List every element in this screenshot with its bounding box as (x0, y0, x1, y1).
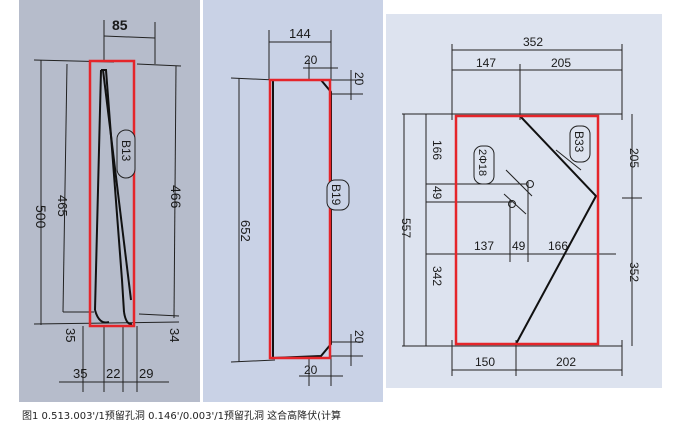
dim-left-upper: 166 (430, 140, 444, 160)
member-label: B13 (119, 140, 133, 162)
dim-right-height: 466 (168, 185, 184, 209)
highlight-box (88, 59, 136, 328)
dim-mid-center: 49 (512, 239, 526, 253)
dim-top-left: 147 (476, 56, 496, 70)
dim-top-right: 205 (551, 56, 571, 70)
dim-base-right: 29 (139, 366, 153, 381)
dim-bottom-right: 202 (556, 355, 576, 369)
dim-top-total: 352 (523, 35, 543, 49)
slab-outline (515, 115, 598, 345)
paper-background (203, 0, 383, 402)
highlight-box (454, 114, 600, 346)
dim-top-chamfer-v: 20 (352, 72, 366, 86)
dim-base-left: 35 (73, 366, 87, 381)
dim-right-lower: 352 (627, 262, 641, 282)
dim-left-lower: 342 (430, 266, 444, 286)
drawing-photo-2: B19 144 20 20 652 20 20 (203, 0, 383, 402)
member-label: B33 (572, 131, 586, 153)
paper-background (19, 0, 200, 402)
rebar-bubble (473, 145, 495, 185)
dim-left-mid: 49 (430, 186, 444, 200)
drawing-photo-1: B13 85 500 465 466 35 34 35 22 29 (19, 0, 200, 402)
dim-bottom-right: 34 (167, 328, 182, 342)
dim-bottom-left: 35 (63, 328, 78, 342)
dim-top-chamfer: 20 (304, 53, 318, 67)
dim-base-mid: 22 (106, 366, 120, 381)
rebar-note: 2Φ18 (476, 149, 488, 176)
dim-top-width: 144 (289, 26, 311, 41)
paper-sheet (386, 14, 662, 388)
dim-total-height: 557 (399, 218, 413, 238)
figure-caption: 图1 0.513.003'/1预留孔洞 0.146'/0.003'/1预留孔洞 … (22, 411, 342, 422)
dim-inner-height: 465 (55, 195, 70, 217)
dim-bottom-left: 150 (475, 355, 495, 369)
dim-total-height: 500 (33, 205, 49, 229)
member-label: B19 (329, 184, 343, 206)
dim-mid-right: 166 (548, 239, 568, 253)
dim-top-width: 85 (112, 17, 128, 33)
label-bubble (116, 129, 136, 179)
dim-mid-left: 137 (474, 239, 494, 253)
beam-outline (94, 69, 133, 326)
highlight-box (268, 78, 332, 360)
label-bubble (569, 125, 591, 163)
dim-bottom-chamfer: 20 (304, 363, 318, 377)
dim-right-upper: 205 (627, 148, 641, 168)
dim-bottom-chamfer-v: 20 (352, 330, 366, 344)
drawing-photo-3: B33 2Φ18 352 147 205 557 166 49 342 205 … (386, 0, 662, 402)
label-bubble (326, 179, 350, 211)
dim-height: 652 (238, 220, 253, 242)
